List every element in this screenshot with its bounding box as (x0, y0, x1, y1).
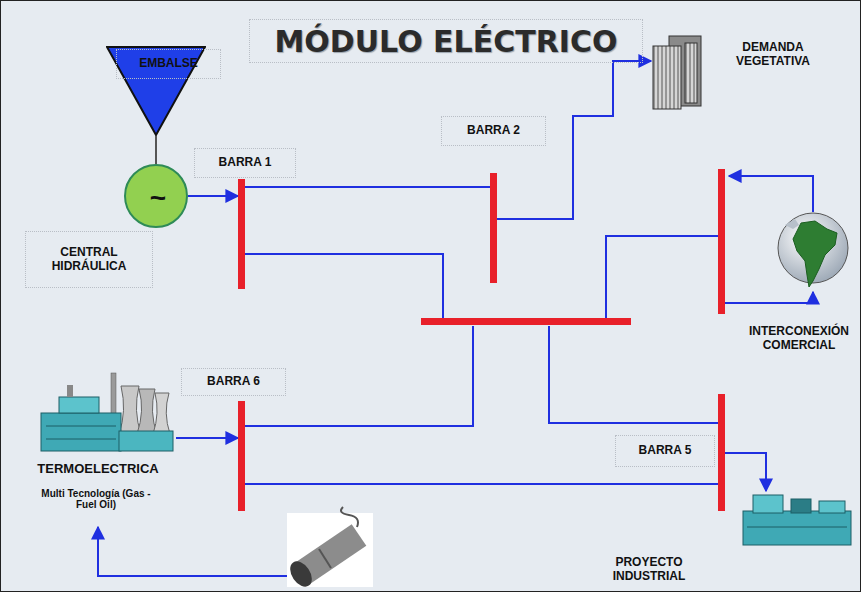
connector-line (155, 136, 157, 164)
pipeline-icon-part (303, 535, 359, 573)
thermal-plant-icon-part (41, 413, 121, 451)
bus-bar: BARRA 1 (238, 179, 245, 289)
pipeline-icon-part (286, 557, 317, 590)
bus-bar: BARRA 2 (490, 173, 497, 283)
thermal-plant-icon-part (153, 393, 170, 434)
label-text: PROYECTO INDUSTRIAL (596, 553, 702, 587)
label-text: BARRA 1 (219, 156, 272, 170)
globe-icon-part (785, 219, 799, 229)
thermal-plant-icon-part (119, 386, 141, 434)
label-text: TERMOELECTRICA (37, 462, 158, 477)
connector-line (497, 61, 651, 219)
label-text: INTERCONEXIÓN COMERCIAL (742, 321, 856, 357)
building-icon-part (685, 43, 697, 103)
label-text: TERMOELECTRICA (23, 459, 173, 479)
connector-line (176, 437, 238, 439)
label-box: BARRA 5 (615, 435, 715, 467)
label-text: PROYECTO INDUSTRIAL (596, 556, 702, 584)
thermal-plant-icon-part (67, 385, 73, 397)
central-bus-bar (421, 318, 631, 325)
bus-wires-part (606, 236, 718, 319)
thermal-plant-icon-part (137, 389, 157, 434)
industrial-plant-icon-part (747, 527, 847, 528)
bus-wires-part (725, 292, 813, 303)
bus-wires-part (98, 527, 287, 576)
label-box: BARRA 6 (181, 368, 286, 396)
thermal-plant-icon-part (59, 397, 99, 413)
pipeline-icon (286, 507, 373, 591)
industrial-plant-icon-part (819, 501, 845, 513)
industrial-project: PROYECTO INDUSTRIAL (741, 491, 853, 547)
pipeline-icon-part (341, 507, 358, 527)
pipeline-icon-part (319, 549, 331, 568)
reservoir-triangle-outline (107, 47, 205, 135)
interconnection-globe: INTERCONEXIÓN COMERCIAL (777, 212, 849, 284)
industrial-plant-icon-part (791, 499, 811, 513)
label-text: CENTRAL HIDRÁULICA (43, 246, 135, 274)
label-text: ~ (126, 166, 190, 230)
industrial-plant-icon-part (743, 511, 851, 545)
bus-bar: BARRA 5 (718, 394, 725, 511)
bus-wires (98, 176, 813, 576)
label-text: BARRA 2 (467, 124, 520, 138)
diagram-title: MÓDULO ELÉCTRICO (249, 19, 643, 63)
generator-circle: ~CENTRAL HIDRÁULICA (124, 164, 188, 228)
label-box: CENTRAL HIDRÁULICA (25, 231, 153, 288)
globe-icon (778, 213, 848, 287)
label-text: Multi Tecnología (Gas - Fuel Oil) (41, 483, 151, 515)
reservoir-triangle: EMBALSE (106, 46, 206, 136)
industrial-plant-icon (743, 495, 851, 545)
bus-bar: BARRA 6 (238, 401, 245, 511)
label-text: BARRA 5 (639, 444, 692, 458)
label-text: DEMANDA VEGETATIVA (724, 35, 822, 75)
label-text: DEMANDA VEGETATIVA (724, 41, 822, 69)
label-text: INTERCONEXIÓN COMERCIAL (742, 325, 856, 353)
connector-line (245, 186, 490, 188)
bus-wires-part (549, 326, 718, 423)
connector-line (725, 453, 766, 491)
industrial-plant-icon-part (753, 495, 783, 513)
connector-line (245, 483, 718, 485)
label-text: BARRA 6 (207, 375, 260, 389)
thermal-plant-icon (41, 373, 173, 451)
building-icon-part (653, 46, 681, 109)
interconnection-bus-bar (718, 169, 725, 314)
thermal-plant: TERMOELECTRICAMulti Tecnología (Gas - Fu… (36, 369, 176, 454)
bus-wires-part (729, 176, 813, 212)
thermal-plant-icon-part (119, 431, 173, 451)
label-box: BARRA 2 (441, 116, 546, 146)
label-text: Multi Tecnología (Gas - Fuel Oil) (41, 488, 151, 511)
demand-building: DEMANDA VEGETATIVA (651, 34, 709, 109)
thermal-plant-icon-part (46, 439, 116, 440)
label-box: EMBALSE (116, 49, 221, 79)
globe-icon-part (793, 221, 837, 287)
thermal-plant-icon-part (46, 426, 116, 427)
bus-wires-part (245, 254, 443, 319)
bus-wires-part (245, 326, 473, 426)
label-text: ~ (150, 182, 166, 214)
label-text: EMBALSE (139, 57, 198, 71)
connector-line (188, 195, 238, 197)
building-icon (653, 36, 701, 109)
label-box: BARRA 1 (194, 148, 296, 178)
